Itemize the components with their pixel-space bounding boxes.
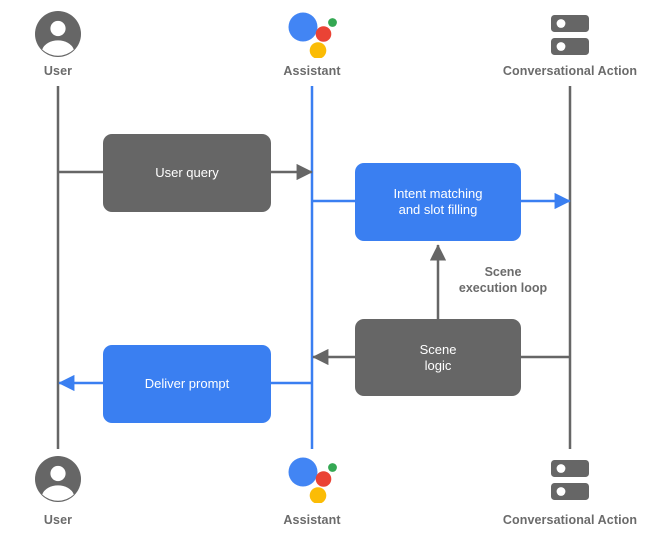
server-icon-top bbox=[545, 10, 595, 63]
node-user-query-label: User query bbox=[155, 165, 219, 180]
google-assistant-icon-top bbox=[286, 10, 338, 63]
actor-label-assistant-bottom: Assistant bbox=[283, 513, 341, 527]
node-user-query[interactable]: User query bbox=[103, 134, 271, 212]
user-avatar-icon-bottom bbox=[34, 455, 82, 508]
actor-label-conversational-action-bottom: Conversational Action bbox=[502, 513, 638, 527]
actor-label-assistant-top: Assistant bbox=[283, 64, 341, 78]
user-avatar-icon-top bbox=[34, 10, 82, 63]
actor-label-conversational-action-top: Conversational Action bbox=[502, 64, 638, 78]
node-deliver-prompt[interactable]: Deliver prompt bbox=[103, 345, 271, 423]
actor-label-user-bottom: User bbox=[43, 513, 73, 527]
google-assistant-icon-bottom bbox=[286, 455, 338, 508]
actor-label-user-top: User bbox=[43, 64, 73, 78]
node-deliver-prompt-label: Deliver prompt bbox=[144, 376, 230, 391]
server-icon-bottom bbox=[545, 455, 595, 508]
